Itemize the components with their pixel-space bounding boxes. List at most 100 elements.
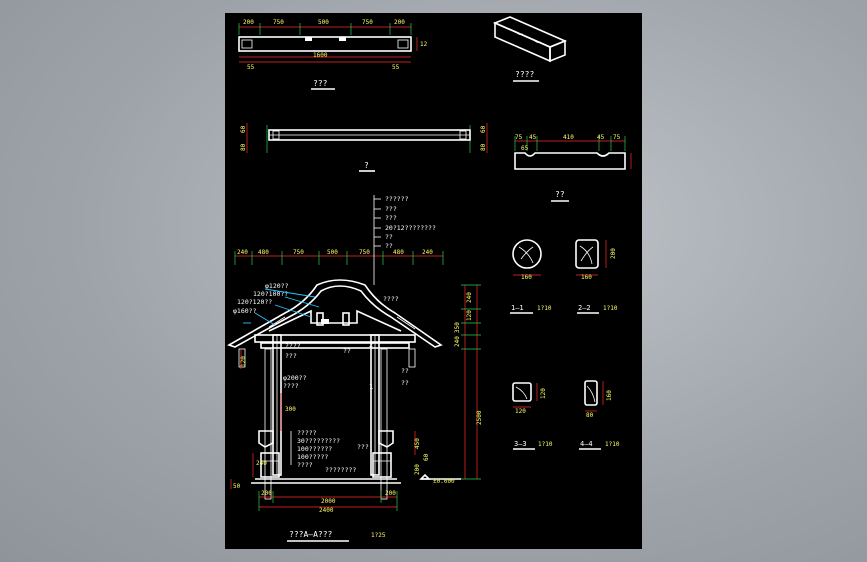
cad-drawing-sheet: 200 750 500 750 200 1600 55 55 12 ??? ??… (225, 13, 642, 549)
right-bottom-dim: 200 (414, 464, 421, 475)
layer-4: 100????? (297, 453, 328, 461)
top-total-dim: 1600 (313, 52, 328, 59)
layer-2: 30????????? (297, 437, 340, 445)
roof-dim-7: 240 (422, 249, 433, 256)
roof-dim-6: 480 (393, 249, 404, 256)
s44-label: 4–4 (580, 440, 593, 448)
section-1-1: 160 1–1 1?10 (510, 239, 552, 314)
bottom-left-dim: 200 (261, 490, 272, 497)
s11-label: 1–1 (511, 304, 524, 312)
left-low-dim: 240 (256, 460, 267, 467)
drawing-canvas: 200 750 500 750 200 1600 55 55 12 ??? ??… (227, 16, 632, 542)
s44-width: 80 (586, 412, 594, 419)
roof-dim-3: 750 (293, 249, 304, 256)
s22-scale: 1?10 (603, 305, 618, 312)
right-dim-1: 240 (466, 292, 473, 303)
section-2-2: 160 200 2–2 1?10 (575, 239, 618, 314)
cut-mark-2: 2 (369, 341, 373, 349)
beam-view: 60 80 60 80 ? (240, 123, 488, 172)
s44-height: 160 (606, 390, 613, 401)
top-dim-1: 200 (243, 19, 254, 26)
label-left-mid: ??? (285, 352, 297, 360)
label-120x120: 120?120?? (237, 298, 272, 306)
top-dim-5: 200 (394, 19, 405, 26)
top-dim-3: 500 (318, 19, 329, 26)
side-dim-2: 45 (529, 134, 537, 141)
top-view: 200 750 500 750 200 1600 55 55 12 ??? (238, 19, 428, 90)
bottom-total-dim: 2400 (319, 507, 334, 514)
legend-4: 20?12???????? (385, 224, 436, 232)
s11-width: 160 (521, 274, 532, 281)
right-low-dim: 60 (423, 453, 430, 461)
side-view-title: ?? (555, 190, 565, 199)
label-right-top: ???? (383, 295, 399, 303)
left-vertical-dim: 120 (240, 356, 247, 367)
top-side-dim: 12 (420, 41, 428, 48)
elevation-mark: ±0.000 (433, 478, 455, 485)
legend-6: ?? (385, 242, 393, 250)
label-right-low: ?? (401, 379, 409, 387)
legend-1: ?????? (385, 195, 409, 203)
legend-2: ??? (385, 205, 397, 213)
beam-title: ? (364, 161, 369, 170)
mid-vertical-dim: 300 (285, 406, 296, 413)
s22-height: 200 (610, 248, 617, 259)
right-dim-total: 2500 (476, 410, 483, 425)
roof-dim-1: 240 (237, 249, 248, 256)
right-dim-4: 240 (454, 336, 461, 347)
iso-view-title: ???? (515, 70, 534, 79)
label-120x100: 120?100?? (253, 290, 288, 298)
layer-3: 100?????? (297, 445, 332, 453)
s33-label: 3–3 (514, 440, 527, 448)
label-phi120: φ120?? (265, 282, 289, 290)
layer-1: ????? (297, 429, 317, 437)
beam-left-a: 60 (240, 125, 247, 133)
label-beam: ?? (343, 347, 351, 355)
beam-right-a: 60 (480, 125, 487, 133)
side-dim-5: 75 (613, 134, 621, 141)
section-4-4: 80 160 4–4 1?10 (579, 380, 620, 450)
s11-scale: 1?10 (537, 305, 552, 312)
s44-scale: 1?10 (605, 441, 620, 448)
top-view-title: ??? (313, 79, 328, 88)
cut-mark-1: 1 (369, 383, 373, 391)
section-3-3: 120 120 3–3 1?10 (512, 382, 553, 450)
s33-height: 120 (540, 388, 547, 399)
right-dim-3: 350 (454, 322, 461, 333)
right-mid-dim: 450 (414, 438, 421, 449)
label-left-low: ???? (283, 382, 299, 390)
label-phi160: φ160?? (233, 307, 257, 315)
s22-label: 2–2 (578, 304, 591, 312)
label-floor: ???????? (325, 466, 356, 474)
side-dim-4: 45 (597, 134, 605, 141)
beam-left-b: 80 (240, 143, 247, 151)
layer-5: ???? (297, 461, 313, 469)
section-a-a: 240 480 750 500 750 480 240 ?????? ??? ?… (227, 195, 483, 542)
side-dim-3: 410 (563, 134, 574, 141)
s22-width: 160 (581, 274, 592, 281)
legend-5: ?? (385, 233, 393, 241)
side-bottom-dim: 65 (521, 145, 529, 152)
s33-width: 120 (515, 408, 526, 415)
roof-dim-4: 500 (327, 249, 338, 256)
right-dim-2: 120 (466, 310, 473, 321)
bottom-right-dim: 200 (385, 490, 396, 497)
top-small-left: 55 (247, 64, 255, 71)
s33-scale: 1?10 (538, 441, 553, 448)
iso-view: ???? (492, 16, 568, 82)
top-dim-4: 750 (362, 19, 373, 26)
top-small-right: 55 (392, 64, 400, 71)
beam-right-b: 80 (480, 143, 487, 151)
label-left-beam: ???? (285, 342, 301, 350)
label-ground: ??? (357, 443, 369, 451)
top-dim-2: 750 (273, 19, 284, 26)
section-aa-scale: 1?25 (371, 532, 386, 539)
side-view: 75 45 410 45 75 65 ?? (514, 134, 632, 202)
roof-dim-2: 480 (258, 249, 269, 256)
legend-3: ??? (385, 214, 397, 222)
label-phi200: φ200?? (283, 374, 307, 382)
left-base-dim: 50 (233, 483, 241, 490)
bottom-inner-dim: 2000 (321, 498, 336, 505)
section-aa-title: ???A–A??? (289, 530, 333, 539)
side-dim-1: 75 (515, 134, 523, 141)
